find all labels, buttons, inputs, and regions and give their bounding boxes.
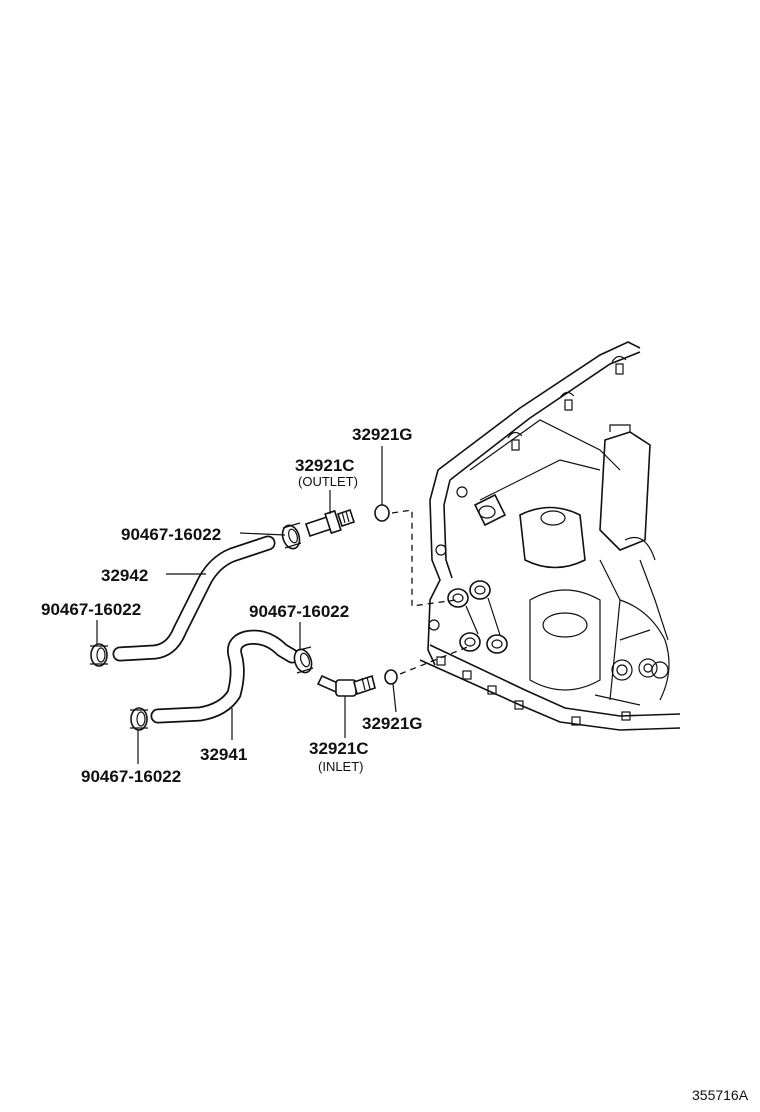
label-hose-lower: 32941 (200, 745, 247, 764)
label-gasket-lower: 32921G (362, 714, 423, 733)
leader-clip-upper (239, 532, 286, 536)
label-clip-left-lower: 90467-16022 (81, 767, 181, 786)
union-inlet (316, 674, 376, 697)
label-gasket-upper: 32921G (352, 425, 413, 444)
hose-lower (150, 629, 300, 724)
dashed-line-inlet (399, 645, 471, 675)
dashed-line-outlet (391, 509, 457, 607)
gasket-lower (384, 669, 398, 685)
label-hose-upper: 32942 (101, 566, 148, 585)
label-clip-mid: 90467-16022 (249, 602, 349, 621)
clip-left-upper (90, 643, 108, 667)
clip-mid (293, 646, 314, 674)
reference-code: 355716A (692, 1087, 749, 1103)
transmission-case (419, 341, 681, 731)
label-union-inlet: 32921C (309, 739, 369, 758)
clip-upper (281, 522, 302, 550)
hose-upper (112, 535, 276, 662)
label-union-outlet: 32921C (295, 456, 355, 475)
union-outlet (304, 508, 356, 538)
leader-gasket-lower (392, 683, 397, 713)
label-clip-left-upper: 90467-16022 (41, 600, 141, 619)
label-clip-upper: 90467-16022 (121, 525, 221, 544)
gasket-upper (374, 504, 390, 522)
label-union-outlet-note: (OUTLET) (298, 474, 358, 489)
label-union-inlet-note: (INLET) (318, 759, 364, 774)
clip-left-lower (130, 707, 148, 731)
